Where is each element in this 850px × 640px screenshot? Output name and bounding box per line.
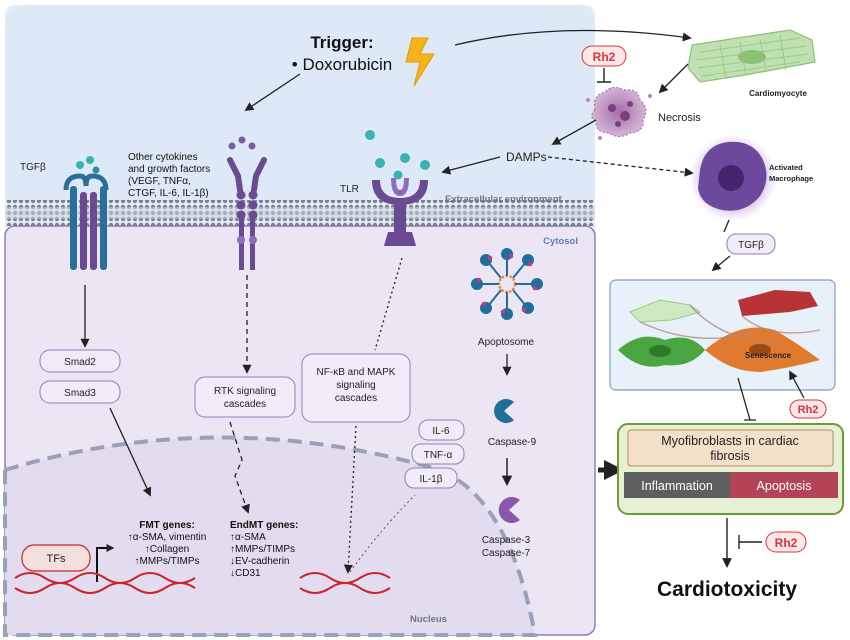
myofibroblast-title-box — [627, 429, 834, 467]
tlr-receptor-icon — [365, 130, 430, 246]
line-dna-to-cytokines — [349, 494, 416, 573]
inhibit-fibroblasts-to-myofibroblasts — [737, 377, 756, 421]
tfs-box — [21, 544, 91, 572]
endmt-genes-title: EndMT genes: — [230, 520, 298, 531]
tgfb-receptor-icon — [63, 156, 109, 270]
tgfb-secreted-label: TGFβ — [738, 240, 764, 251]
cardiomyocyte-label: Cardiomyocyte — [749, 89, 807, 98]
arrow-tgfb-to-fibroblasts — [711, 255, 731, 272]
endmt-genes-line1: ↑α-SMA — [230, 532, 266, 543]
inflammation-label: Inflammation — [641, 479, 713, 493]
caspase9-label: Caspase-9 — [488, 437, 537, 448]
rtk-signaling-line1: RTK signaling — [214, 386, 276, 397]
caspase3-label: Caspase-3 — [482, 535, 531, 546]
rtk-signaling-box — [194, 376, 296, 418]
apoptosome-icon — [471, 248, 543, 320]
other-cytokines-line4: CTGF, IL-6, IL-1β) — [128, 188, 209, 199]
inflammation-box — [624, 472, 730, 498]
arrow-cardiomyocyte-to-necrosis — [658, 63, 689, 94]
nfkb-mapk-line1: NF-κB and MAPK — [317, 367, 396, 378]
rh2-label-senescence: Rh2 — [798, 404, 819, 416]
tgfb-secreted-badge — [726, 233, 776, 255]
arrow-rtk-to-endmt — [229, 421, 250, 514]
arrow-damps-to-tlr — [441, 156, 501, 175]
rh2-label-cardiotoxicity: Rh2 — [775, 536, 798, 550]
cardiotoxicity-label: Cardiotoxicity — [657, 578, 797, 601]
line-macrophage-to-tgfb — [723, 219, 730, 233]
trigger-title: Trigger: — [310, 33, 373, 52]
smad2-box — [39, 349, 121, 373]
tlr-label: TLR — [340, 184, 359, 195]
myofibroblast-title-line1: Myofibroblasts in cardiac — [661, 434, 799, 448]
apoptosome-label: Apoptosome — [478, 337, 535, 348]
macrophage-label-line1: Activated — [769, 163, 803, 172]
arrow-trigger-to-cardiomyocyte — [454, 29, 692, 46]
necrosis-label: Necrosis — [658, 112, 701, 124]
smad3-label: Smad3 — [64, 388, 96, 399]
arrow-necrosis-to-damps — [551, 119, 597, 145]
endmt-genes-line2: ↑MMPs/TIMPs — [230, 544, 295, 555]
caspase7-label: Caspase-7 — [482, 548, 531, 559]
dna-right-icon — [299, 572, 391, 594]
caspase3-7-icon — [498, 497, 520, 523]
myofibroblast-title-line2: fibrosis — [710, 449, 750, 463]
il1b-box — [404, 467, 458, 489]
trigger-doxorubicin: • Doxorubicin — [292, 55, 392, 74]
smad2-label: Smad2 — [64, 357, 96, 368]
tfs-label: TFs — [47, 553, 66, 565]
fibroblast-cells-icon — [618, 290, 821, 372]
other-cytokines-line2: and growth factors — [128, 164, 210, 175]
nfkb-mapk-line3: cascades — [335, 393, 377, 404]
arrow-rh2-to-senescence — [789, 370, 805, 399]
endmt-genes-line3: ↓EV-cadherin — [230, 556, 289, 567]
il1b-label: IL-1β — [420, 474, 443, 485]
extracellular-label: Extracellular environment — [445, 194, 563, 205]
nucleus-label: Nucleus — [410, 614, 447, 625]
cardiomyocyte-icon — [687, 29, 816, 83]
nfkb-mapk-box — [301, 353, 411, 423]
arrow-trigger-to-rtk — [244, 73, 301, 112]
apoptosis-box — [730, 472, 838, 498]
apoptosis-label: Apoptosis — [757, 479, 812, 493]
fmt-genes-line3: ↑MMPs/TIMPs — [135, 556, 200, 567]
tnfa-box — [411, 443, 465, 465]
tnfa-label: TNF-α — [424, 450, 453, 461]
necrotic-cell-icon — [586, 86, 652, 140]
dna-left-icon — [14, 572, 196, 594]
extracellular-top-tint — [5, 5, 595, 200]
damps-label: DAMPs — [506, 150, 547, 164]
rh2-inhibit-cardiotoxicity — [738, 535, 762, 549]
rtk-receptor-icon — [227, 136, 267, 270]
cytosol-label: Cytosol — [543, 236, 578, 247]
other-cytokines-line3: (VEGF, TNFα, — [128, 176, 191, 187]
nfkb-mapk-line2: signaling — [336, 380, 375, 391]
fmt-genes-line2: ↑Collagen — [145, 544, 189, 555]
il6-label: IL-6 — [432, 426, 450, 437]
arrow-nfkb-to-dna — [343, 425, 357, 574]
fmt-genes-line1: ↑α-SMA, vimentin — [128, 532, 207, 543]
tgfb-receptor-label: TGFβ — [20, 162, 46, 173]
endmt-genes-line4: ↓CD31 — [230, 568, 261, 579]
macrophage-label-line2: Macrophage — [769, 174, 813, 183]
caspase9-icon — [494, 398, 514, 423]
fmt-genes-title: FMT genes: — [139, 520, 195, 531]
arrow-damps-to-macrophage — [547, 156, 694, 177]
other-cytokines-line1: Other cytokines — [128, 152, 197, 163]
rh2-label-necrosis: Rh2 — [593, 50, 616, 64]
lightning-icon — [405, 37, 435, 87]
rh2-badge-cardiotoxicity — [765, 531, 807, 553]
rtk-signaling-line2: cascades — [224, 399, 266, 410]
promoter-arrow — [96, 544, 115, 582]
rh2-inhibit-necrosis — [597, 68, 611, 83]
senescence-label: Senescence — [745, 351, 792, 360]
activated-macrophage-icon — [689, 134, 777, 222]
line-tlr-to-nfkb — [374, 257, 403, 351]
arrow-smad-to-fmt — [109, 407, 152, 497]
rh2-badge-senescence — [789, 399, 827, 419]
membrane-core — [5, 207, 595, 219]
smad3-box — [39, 380, 121, 404]
il6-box — [418, 419, 465, 441]
rh2-badge-necrosis — [581, 45, 627, 67]
